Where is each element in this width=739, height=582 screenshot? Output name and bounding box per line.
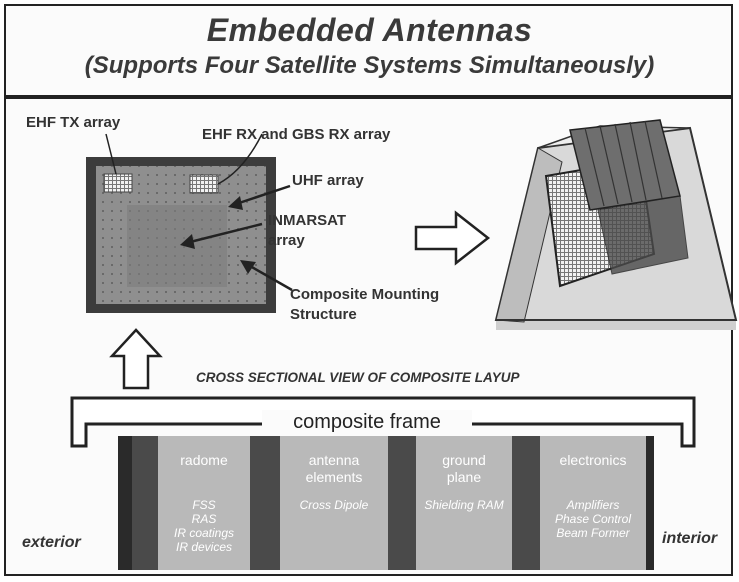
inmarsat-label-line1: INMARSAT [268,212,347,229]
ehf-tx-leader [105,133,117,175]
layer-electronics: electronics Amplifiers Phase Control Bea… [540,436,646,570]
right-hollow-arrow [414,210,491,266]
up-hollow-arrow [109,328,163,390]
layer-radome: radome FSS RAS IR coatings IR devices [158,436,250,570]
layer-separator [132,436,158,570]
layer-electronics-items: Amplifiers Phase Control Beam Former [554,498,632,540]
inmarsat-arrow [180,222,263,249]
mounting-label-line2: Structure [290,306,357,323]
layer-ground-plane: ground plane Shielding RAM [416,436,512,570]
composite-frame-label: composite frame [262,410,472,434]
mounting-arrow [240,260,293,292]
ehf-rx-array [189,174,219,194]
layer-ground-plane-title: ground plane [442,452,486,485]
title-divider [6,95,733,99]
ehf-rx-leader [217,133,263,185]
layer-radome-items: FSS RAS IR coatings IR devices [173,498,235,554]
figure-subtitle: (Supports Four Satellite Systems Simulta… [84,52,655,79]
layup-cross-section: radome FSS RAS IR coatings IR devices an… [118,436,654,570]
mounting-structure-3d [494,119,738,330]
ehf-rx-label: EHF RX and GBS RX array [202,126,391,143]
inmarsat-label-line2: array [268,232,305,249]
uhf-label: UHF array [292,172,364,189]
exterior-label: exterior [22,534,81,551]
ehf-tx-array [103,173,133,193]
uhf-arrow [228,184,291,210]
layer-electronics-title: electronics [559,452,627,468]
layer-radome-title: radome [180,452,228,468]
interior-label: interior [662,530,718,547]
cross-section-title: CROSS SECTIONAL VIEW OF COMPOSITE LAYUP [196,370,520,385]
ehf-tx-label: EHF TX array [26,114,121,131]
layer-antenna-elements-title: antenna elements [305,452,363,485]
layer-separator [512,436,540,570]
layer-separator [250,436,280,570]
layer-separator [388,436,416,570]
layer-ground-plane-items: Shielding RAM [424,498,504,512]
mounting-label-line1: Composite Mounting [290,286,440,303]
layer-antenna-elements: antenna elements Cross Dipole [280,436,388,570]
figure-title: Embedded Antennas [206,12,533,48]
layer-antenna-elements-items: Cross Dipole [299,498,369,512]
